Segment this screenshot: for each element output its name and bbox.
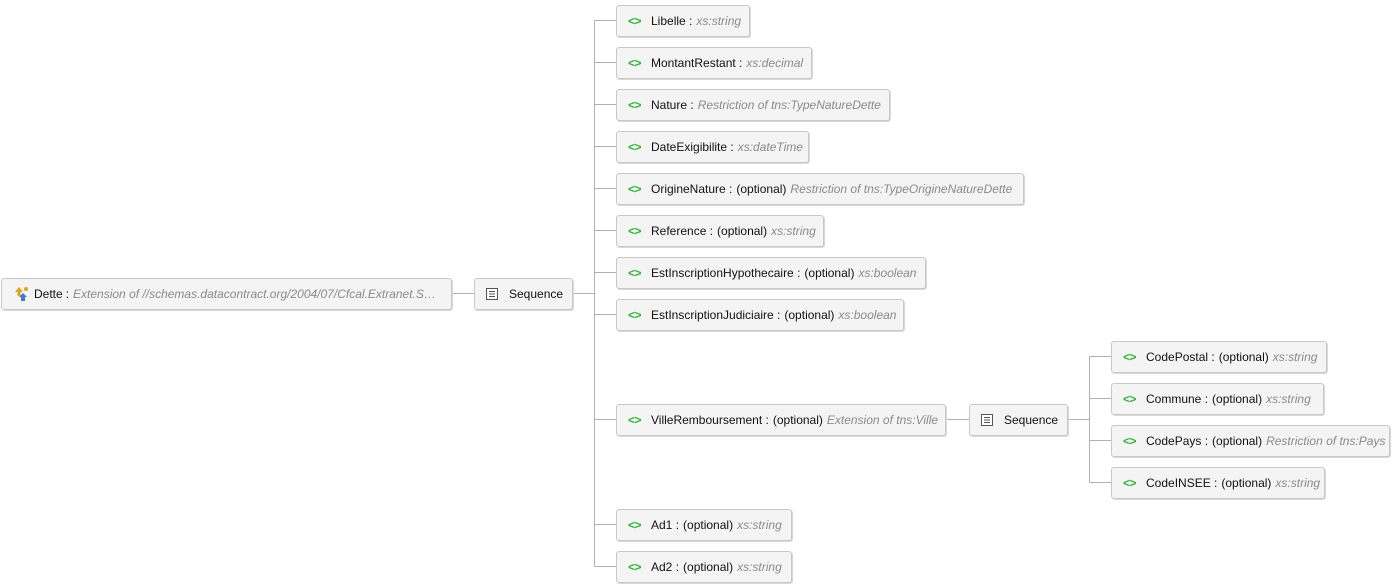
element-colon: : xyxy=(727,140,734,154)
element-colon: : xyxy=(735,56,743,70)
element-node-estinscriptionhypothecaire[interactable]: <> EstInscriptionHypothecaire : (optiona… xyxy=(616,257,926,289)
root-colon: : xyxy=(65,287,70,301)
element-icon: <> xyxy=(1123,392,1137,406)
element-name: EstInscriptionJudiciaire xyxy=(651,308,774,322)
element-icon: <> xyxy=(628,14,642,28)
element-name: Ad1 xyxy=(651,518,673,532)
element-node-dateexigibilite[interactable]: <> DateExigibilite : xs:dateTime xyxy=(616,131,809,163)
root-type: Extension of //schemas.datacontract.org/… xyxy=(73,287,441,301)
element-colon: : xyxy=(725,182,733,196)
element-colon: : xyxy=(687,98,694,112)
element-type: xs:string xyxy=(696,14,742,28)
element-node-ad2[interactable]: <> Ad2 : (optional) xs:string xyxy=(616,551,792,583)
element-colon: : xyxy=(672,560,680,574)
element-optional: (optional) xyxy=(683,518,734,532)
element-icon: <> xyxy=(628,413,642,427)
element-icon: <> xyxy=(1123,476,1137,490)
element-colon: : xyxy=(762,413,769,427)
element-colon: : xyxy=(1201,434,1209,448)
element-icon: <> xyxy=(628,56,642,70)
element-node-montantrestant[interactable]: <> MontantRestant : xs:decimal xyxy=(616,47,812,79)
element-type: xs:boolean xyxy=(838,308,897,322)
element-type: xs:string xyxy=(1275,476,1321,490)
element-node-codepays[interactable]: <> CodePays : (optional) Restriction of … xyxy=(1111,425,1390,457)
element-colon: : xyxy=(685,14,693,28)
element-icon: <> xyxy=(628,518,642,532)
element-name: CodePostal xyxy=(1146,350,1209,364)
element-optional: (optional) xyxy=(1212,434,1263,448)
element-optional: (optional) xyxy=(784,308,835,322)
element-icon: <> xyxy=(628,140,642,154)
element-optional: (optional) xyxy=(736,182,787,196)
element-node-libelle[interactable]: <> Libelle : xs:string xyxy=(616,5,750,37)
element-node-villeremboursement[interactable]: <> VilleRemboursement : (optional) Exten… xyxy=(616,404,946,436)
element-name: EstInscriptionHypothecaire xyxy=(651,266,794,280)
element-colon: : xyxy=(1201,392,1209,406)
element-optional: (optional) xyxy=(1221,476,1272,490)
element-name: Nature xyxy=(651,98,688,112)
element-name: CodeINSEE xyxy=(1146,476,1211,490)
sequence-icon xyxy=(981,414,993,426)
element-icon: <> xyxy=(628,266,642,280)
element-node-estinscriptionjudiciaire[interactable]: <> EstInscriptionJudiciaire : (optional)… xyxy=(616,299,904,331)
element-colon: : xyxy=(706,224,714,238)
element-node-reference[interactable]: <> Reference : (optional) xs:string xyxy=(616,215,824,247)
element-icon: <> xyxy=(628,224,642,238)
element-icon: <> xyxy=(628,308,642,322)
element-icon: <> xyxy=(628,560,642,574)
element-type: xs:dateTime xyxy=(737,140,803,154)
element-type: xs:string xyxy=(771,224,816,238)
element-name: CodePays xyxy=(1146,434,1202,448)
element-type: Restriction of tns:TypeOrigineNatureDett… xyxy=(790,182,1013,196)
element-node-commune[interactable]: <> Commune : (optional) xs:string xyxy=(1111,383,1324,415)
element-type: Extension of tns:Ville xyxy=(826,413,939,427)
root-node-dette[interactable]: Dette : Extension of //schemas.datacontr… xyxy=(1,278,452,310)
element-optional: (optional) xyxy=(1212,392,1263,406)
element-colon: : xyxy=(1208,350,1215,364)
element-type: Restriction of tns:TypeNatureDette xyxy=(697,98,881,112)
element-node-originenature[interactable]: <> OrigineNature : (optional) Restrictio… xyxy=(616,173,1024,205)
element-name: OrigineNature xyxy=(651,182,726,196)
root-name: Dette xyxy=(34,287,63,301)
sequence-icon xyxy=(486,288,498,300)
element-icon: <> xyxy=(628,98,642,112)
element-type: xs:string xyxy=(1272,350,1318,364)
element-node-ad1[interactable]: <> Ad1 : (optional) xs:string xyxy=(616,509,792,541)
sequence-label: Sequence xyxy=(1004,413,1059,427)
element-optional: (optional) xyxy=(772,413,823,427)
element-type: xs:decimal xyxy=(746,56,804,70)
element-colon: : xyxy=(1210,476,1218,490)
element-name: Ad2 xyxy=(651,560,673,574)
element-name: DateExigibilite xyxy=(651,140,728,154)
element-type: xs:string xyxy=(737,560,782,574)
element-type: xs:string xyxy=(1266,392,1311,406)
sequence-label: Sequence xyxy=(509,287,564,301)
element-icon: <> xyxy=(1123,350,1137,364)
element-name: VilleRemboursement xyxy=(651,413,763,427)
element-optional: (optional) xyxy=(683,560,734,574)
element-name: Reference xyxy=(651,224,707,238)
element-name: Commune xyxy=(1146,392,1202,406)
main-sequence-node[interactable]: Sequence xyxy=(474,278,573,310)
element-type: Restriction of tns:Pays xyxy=(1266,434,1386,448)
element-icon: <> xyxy=(628,182,642,196)
element-optional: (optional) xyxy=(804,266,855,280)
complex-type-extension-icon xyxy=(15,287,28,301)
element-type: xs:boolean xyxy=(858,266,917,280)
element-node-codepostal[interactable]: <> CodePostal : (optional) xs:string xyxy=(1111,341,1327,373)
element-node-nature[interactable]: <> Nature : Restriction of tns:TypeNatur… xyxy=(616,89,890,121)
element-optional: (optional) xyxy=(717,224,768,238)
element-optional: (optional) xyxy=(1218,350,1269,364)
element-colon: : xyxy=(793,266,801,280)
ville-sequence-node[interactable]: Sequence xyxy=(969,404,1068,436)
element-name: Libelle xyxy=(651,14,686,28)
element-node-codeinsee[interactable]: <> CodeINSEE : (optional) xs:string xyxy=(1111,467,1325,499)
element-type: xs:string xyxy=(737,518,782,532)
element-colon: : xyxy=(773,308,781,322)
element-name: MontantRestant xyxy=(651,56,736,70)
element-icon: <> xyxy=(1123,434,1137,448)
element-colon: : xyxy=(672,518,680,532)
